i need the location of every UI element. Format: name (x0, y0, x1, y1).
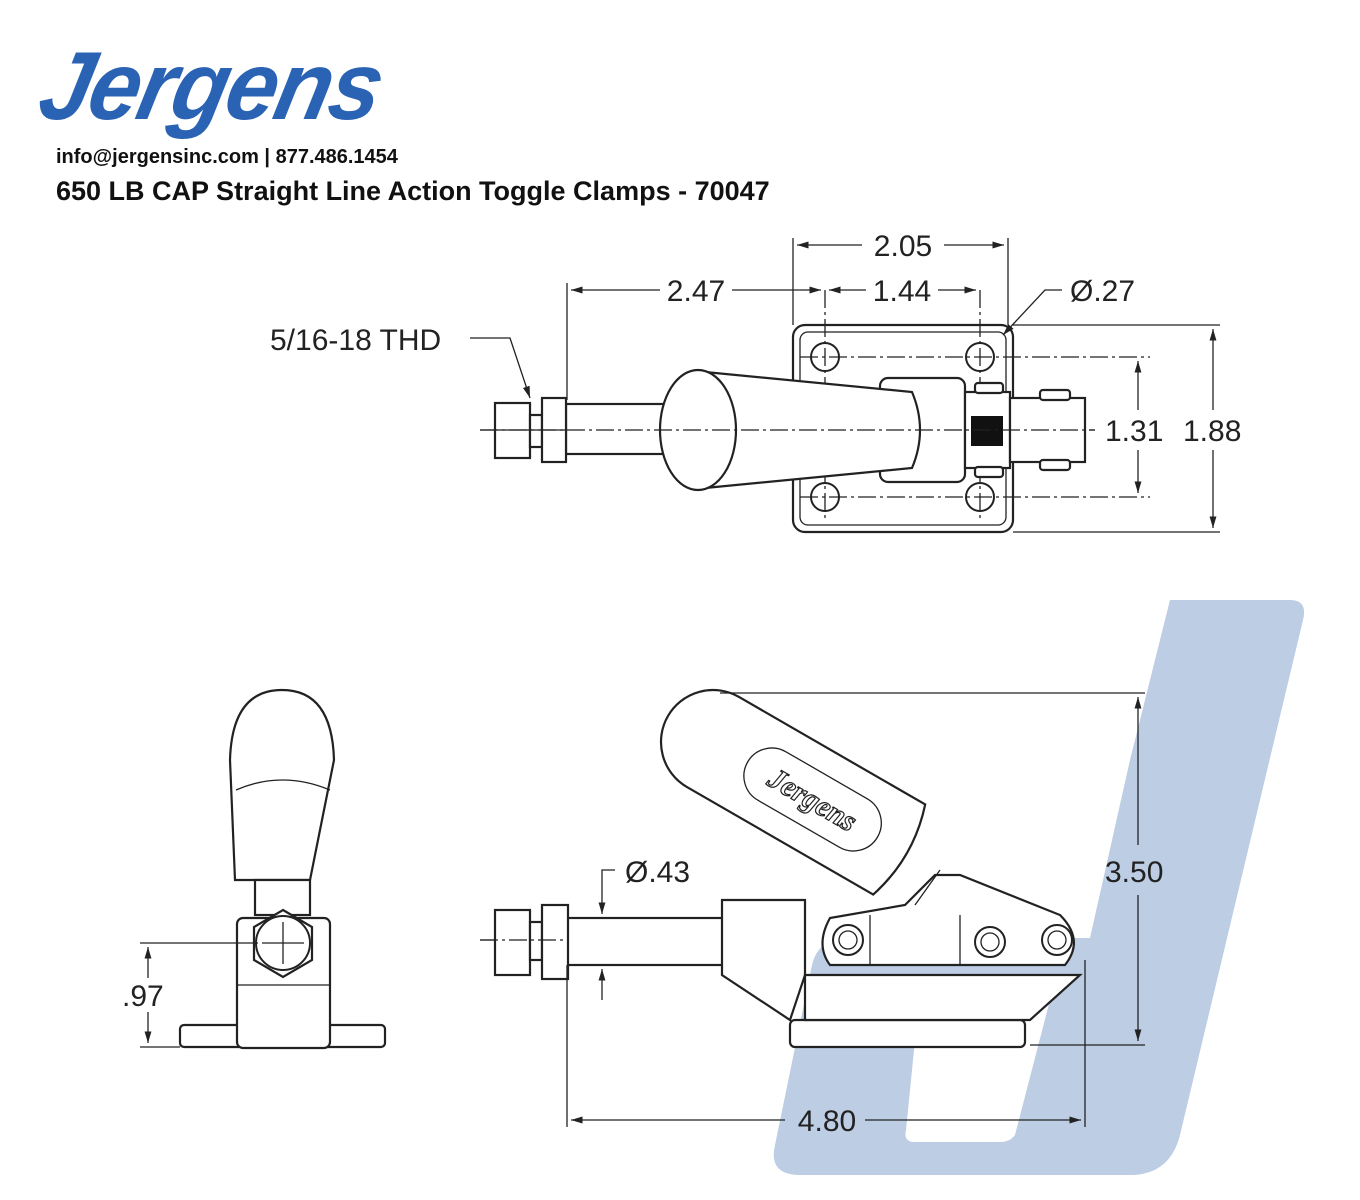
mount-hole (965, 482, 995, 512)
handle: Jergens (659, 688, 927, 896)
dim-2-47: 2.47 (667, 275, 725, 308)
dim-1-31: 1.31 (1105, 415, 1163, 448)
end-view: .97 (122, 688, 387, 1050)
spindle (564, 916, 728, 967)
dim-hole-diameter: Ø.27 (1070, 275, 1135, 308)
mount-hole (810, 482, 840, 512)
mount-hole (810, 342, 840, 372)
watermark-shape (773, 600, 1305, 1175)
base-plate (788, 1018, 1027, 1049)
contact-info: info@jergensinc.com | 877.486.1454 (56, 146, 398, 168)
dim-2-05: 2.05 (874, 230, 932, 263)
dim-1-88: 1.88 (1183, 415, 1241, 448)
dim-1-44: 1.44 (873, 275, 931, 308)
product-title: 650 LB CAP Straight Line Action Toggle C… (56, 176, 770, 206)
dim-3-50: 3.50 (1105, 856, 1163, 889)
mount-hole (965, 342, 995, 372)
top-view-dimensions: 2.05 2.47 1.44 Ø.27 5/16-18 THD 1.31 1.8… (270, 230, 1241, 533)
thread-callout: 5/16-18 THD (270, 324, 441, 357)
dim-0-97: .97 (122, 980, 164, 1013)
dim-4-80: 4.80 (798, 1105, 856, 1138)
top-view (480, 290, 1150, 534)
side-view: Jergens 3.50 4.80 Ø.43 (480, 688, 1163, 1138)
handle (228, 688, 336, 882)
dim-spindle-diameter: Ø.43 (625, 856, 690, 889)
